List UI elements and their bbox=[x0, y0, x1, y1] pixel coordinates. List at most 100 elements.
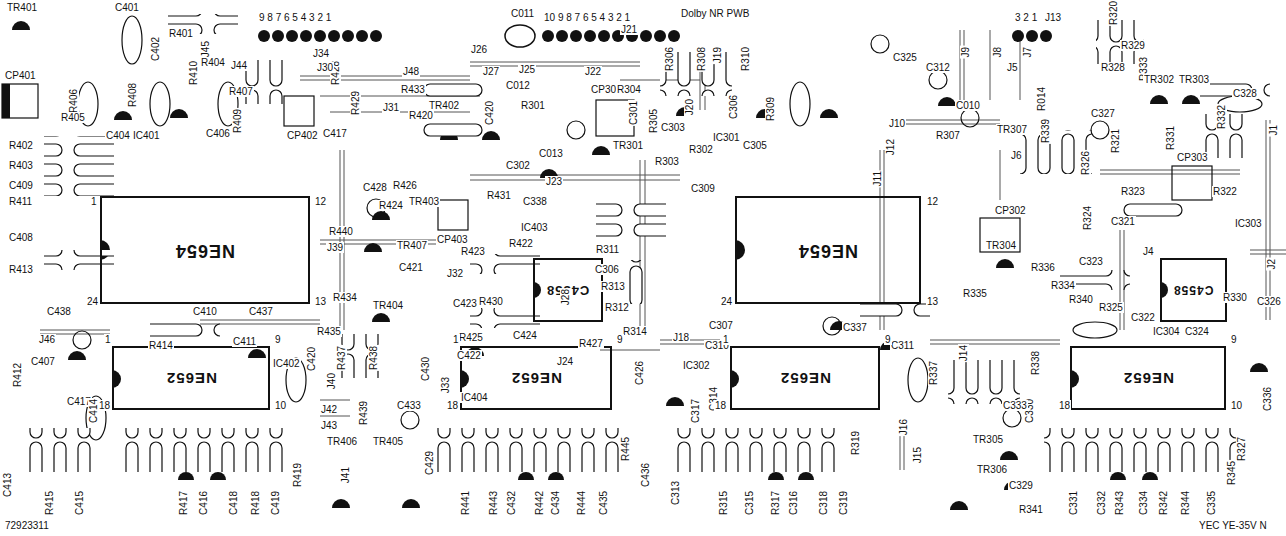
part-label: J6 bbox=[1010, 150, 1023, 161]
part-label: TR403 bbox=[408, 196, 440, 207]
pcb-silkscreen-shape bbox=[470, 308, 540, 328]
part-label: C402 bbox=[150, 36, 161, 62]
part-label: R415 bbox=[44, 490, 55, 516]
part-label: C438 bbox=[46, 306, 72, 317]
part-label: J19 bbox=[712, 46, 723, 64]
part-label: IC303 bbox=[1234, 218, 1263, 229]
part-label: J33 bbox=[440, 376, 451, 394]
pcb-silkscreen-shape bbox=[44, 250, 114, 270]
pcb-silkscreen-shape bbox=[1150, 95, 1168, 104]
pcb-silkscreen-shape bbox=[980, 218, 1020, 252]
part-label: R344 bbox=[1180, 490, 1191, 516]
part-label: J43 bbox=[320, 420, 338, 431]
part-label: R335 bbox=[962, 288, 988, 299]
pcb-silkscreen-shape bbox=[2, 84, 38, 118]
part-label: TR305 bbox=[972, 434, 1004, 445]
pcb-silkscreen-shape bbox=[258, 30, 1052, 42]
part-label: J10 bbox=[888, 118, 906, 129]
part-label: R322 bbox=[1212, 186, 1238, 197]
pcb-silkscreen-shape bbox=[823, 317, 841, 335]
part-label: J34 bbox=[312, 48, 330, 59]
pcb-silkscreen-shape bbox=[328, 30, 340, 42]
part-label: 9 bbox=[274, 334, 282, 345]
part-label: R328 bbox=[1100, 62, 1126, 73]
ic-package: NE652 bbox=[1070, 346, 1226, 410]
part-label: J12 bbox=[885, 138, 896, 156]
pcb-silkscreen-shape bbox=[420, 118, 490, 138]
part-label: CP401 bbox=[4, 70, 37, 81]
part-label: IC301 bbox=[712, 132, 741, 143]
pcb-silkscreen-shape bbox=[950, 501, 968, 510]
part-label: J39 bbox=[326, 242, 344, 253]
part-label: R417 bbox=[178, 490, 189, 516]
pcb-silkscreen-shape bbox=[1012, 30, 1024, 42]
part-label: R425 bbox=[458, 332, 484, 343]
ic-marking: NE654 bbox=[798, 240, 858, 261]
part-label: J40 bbox=[326, 372, 337, 390]
part-label: C435 bbox=[598, 490, 609, 516]
part-label: R406 bbox=[68, 88, 79, 114]
part-label: C313 bbox=[670, 480, 681, 506]
pcb-silkscreen-shape bbox=[1172, 166, 1212, 200]
pcb-silkscreen-shape bbox=[12, 21, 1268, 510]
pcb-silkscreen-shape bbox=[420, 80, 490, 100]
ic-package: NE654 bbox=[100, 196, 310, 304]
part-label: C407 bbox=[30, 356, 56, 367]
part-label: 10 bbox=[274, 400, 287, 411]
part-label: R444 bbox=[576, 490, 587, 516]
part-label: J46 bbox=[38, 334, 56, 345]
part-label: CP302 bbox=[994, 205, 1027, 216]
part-label: C326 bbox=[1256, 296, 1282, 307]
part-label: R332 bbox=[1216, 104, 1227, 130]
pcb-silkscreen-shape bbox=[150, 82, 170, 126]
part-label: 18 bbox=[446, 400, 459, 411]
part-label: C306 bbox=[728, 94, 739, 120]
part-label: R342 bbox=[1158, 490, 1169, 516]
part-label: C329 bbox=[1008, 480, 1034, 491]
part-label: R413 bbox=[8, 264, 34, 275]
part-label: 13 bbox=[314, 296, 327, 307]
part-label: J24 bbox=[556, 356, 574, 367]
part-label: J25 bbox=[518, 64, 536, 75]
part-label: R319 bbox=[850, 430, 861, 456]
part-label: R310 bbox=[740, 46, 751, 72]
pcb-silkscreen-shape bbox=[908, 358, 928, 402]
pcb-silkscreen-shape bbox=[300, 30, 312, 42]
part-label: R308 bbox=[696, 46, 707, 72]
pcb-silkscreen-shape bbox=[1000, 451, 1018, 460]
part-label: C419 bbox=[270, 490, 281, 516]
pcb-silkscreen-shape bbox=[567, 121, 585, 139]
part-label: R407 bbox=[228, 86, 254, 97]
part-label: J45 bbox=[200, 40, 211, 58]
pcb-silkscreen-shape bbox=[790, 82, 810, 126]
pcb-silkscreen-shape bbox=[314, 30, 326, 42]
part-label: R304 bbox=[616, 84, 642, 95]
part-label: 12 bbox=[314, 196, 327, 207]
pcb-silkscreen-shape bbox=[402, 499, 420, 508]
part-label: J48 bbox=[402, 66, 420, 77]
part-label: C415 bbox=[74, 490, 85, 516]
part-label: R331 bbox=[1165, 125, 1176, 151]
ic-marking: C4558 bbox=[1173, 283, 1213, 297]
part-label: IC403 bbox=[520, 222, 549, 233]
part-label: R411 bbox=[8, 196, 33, 207]
part-label: C010 bbox=[955, 100, 981, 111]
part-label: J32 bbox=[446, 268, 464, 279]
pcb-silkscreen-shape bbox=[258, 30, 270, 42]
part-label: C337 bbox=[842, 322, 868, 333]
part-label: J27 bbox=[482, 66, 500, 77]
part-label: TR307 bbox=[996, 124, 1028, 135]
ic-package: NE652 bbox=[112, 346, 270, 410]
part-label: R325 bbox=[1098, 302, 1124, 313]
part-label: C306 bbox=[594, 264, 620, 275]
part-label: IC302 bbox=[682, 360, 711, 371]
pcb-silkscreen-shape bbox=[401, 411, 419, 429]
pcb-silkscreen-shape bbox=[370, 30, 382, 42]
part-label: R345 bbox=[1226, 460, 1237, 486]
part-label: J42 bbox=[320, 404, 338, 415]
pcb-silkscreen-shape bbox=[320, 150, 680, 330]
part-label: C420 bbox=[306, 346, 317, 372]
ic-package: NE654 bbox=[735, 196, 921, 304]
part-label: R434 bbox=[332, 292, 358, 303]
part-label: J41 bbox=[340, 466, 351, 484]
